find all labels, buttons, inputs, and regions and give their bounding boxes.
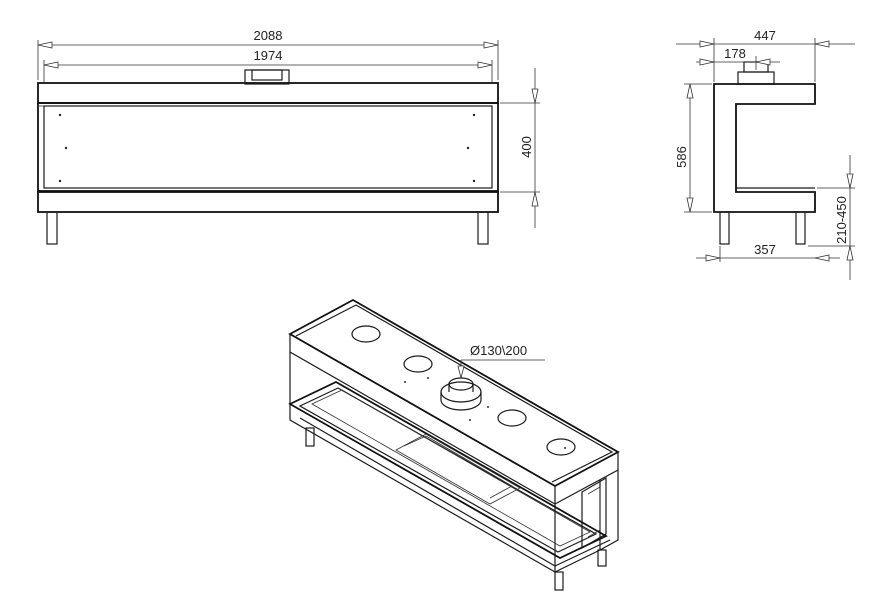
leg-depth-label: 357 xyxy=(754,242,776,257)
leg-height-range-label: 210-450 xyxy=(834,196,849,244)
side-depth-label: 447 xyxy=(754,28,776,43)
side-height-label: 586 xyxy=(674,146,689,168)
glass-width-label: 1974 xyxy=(254,48,283,63)
flue-diameter-label: Ø130\200 xyxy=(470,343,527,358)
front-width-label: 2088 xyxy=(254,28,283,43)
front-view: 2088 1974 400 xyxy=(37,28,540,245)
flue-offset-label: 178 xyxy=(724,46,746,61)
front-height-label: 400 xyxy=(519,136,534,158)
isometric-view: Ø130\200 xyxy=(288,298,620,591)
side-view: 447 178 586 357 210-450 xyxy=(674,28,855,280)
